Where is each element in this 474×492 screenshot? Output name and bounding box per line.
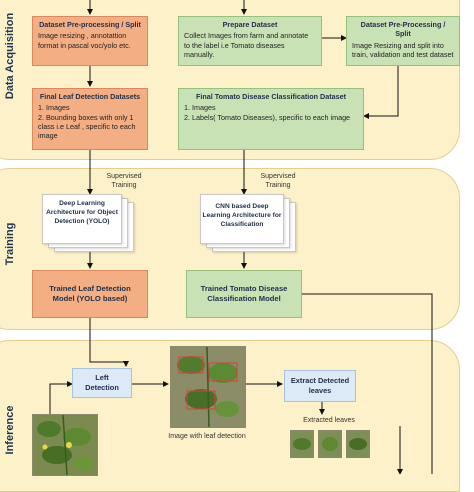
cnn-architecture-text: CNN based Deep Learning Architecture for…	[202, 203, 282, 228]
extracted-leaf-1	[290, 430, 314, 458]
leaf-final-dataset-line2: 2. Bounding boxes with only 1 class i.e …	[38, 112, 136, 141]
disease-preprocess-title: Dataset Pre-Processing / Split	[360, 20, 446, 39]
disease-final-dataset-line2: 2. Labels( Tomato Diseases), specific to…	[184, 112, 351, 122]
yolo-architecture-box	[42, 194, 122, 244]
extracted-leaf-2	[318, 430, 342, 458]
disease-preprocess-body: Image Resizing and split into train, val…	[352, 40, 454, 60]
leaf-detection-photo	[170, 346, 246, 428]
extracted-leaf-3	[346, 430, 370, 458]
extract-detected-leaves-box: Extract Detected leaves	[284, 370, 356, 402]
leaf-preprocess-box: Dataset Pre-processing / Split Image res…	[32, 16, 148, 66]
leaf-final-dataset-box: Final Leaf Detection Datasets 1. Images …	[32, 88, 148, 150]
arrow-photo-to-detection	[49, 381, 73, 414]
plant-photo-graphic	[33, 415, 97, 475]
leaf-preprocess-title: Dataset Pre-processing / Split	[39, 20, 141, 29]
disease-final-dataset-line1: 1. Images	[184, 103, 216, 113]
prepare-dataset-title: Prepare Dataset	[222, 20, 278, 29]
yolo-architecture-text: Deep Learning Architecture for Object De…	[46, 200, 118, 225]
leaf-final-dataset-title: Final Leaf Detection Datasets	[39, 92, 141, 101]
arrow-preprocess-to-final	[363, 66, 399, 119]
image-with-leaf-detection-caption: Image with leaf detection	[168, 433, 246, 440]
supervised-training-label-1: Supervised Training	[106, 173, 142, 190]
connector-arrows	[49, 0, 433, 474]
prepare-dataset-box: Prepare Dataset Collect Images from farm…	[178, 16, 322, 66]
leaf-final-dataset-line1: 1. Images	[38, 103, 70, 113]
detection-photo-graphic	[171, 347, 245, 427]
supervised-training-label-2: Supervised Training	[260, 173, 296, 190]
trained-disease-model-box: Trained Tomato Disease Classification Mo…	[186, 270, 302, 318]
left-detection-box: Left Detection	[72, 368, 132, 398]
trained-leaf-model-box: Trained Leaf Detection Model (YOLO based…	[32, 270, 148, 318]
disease-preprocess-box: Dataset Pre-Processing / Split Image Res…	[346, 16, 460, 66]
arrow-trained-leaf-to-detection	[89, 318, 129, 367]
disease-final-dataset-box: Final Tomato Disease Classification Data…	[178, 88, 364, 150]
leaf-preprocess-body: Image resizing , annotattion format in p…	[38, 31, 131, 50]
input-plant-photo	[32, 414, 98, 476]
disease-final-dataset-title: Final Tomato Disease Classification Data…	[195, 92, 347, 101]
prepare-dataset-body: Collect Images from farm and annotate to…	[184, 31, 309, 60]
extracted-leaves-caption: Extracted leaves	[303, 417, 355, 424]
arrow-disease-model-down	[302, 293, 433, 474]
cnn-architecture-box	[200, 194, 284, 244]
